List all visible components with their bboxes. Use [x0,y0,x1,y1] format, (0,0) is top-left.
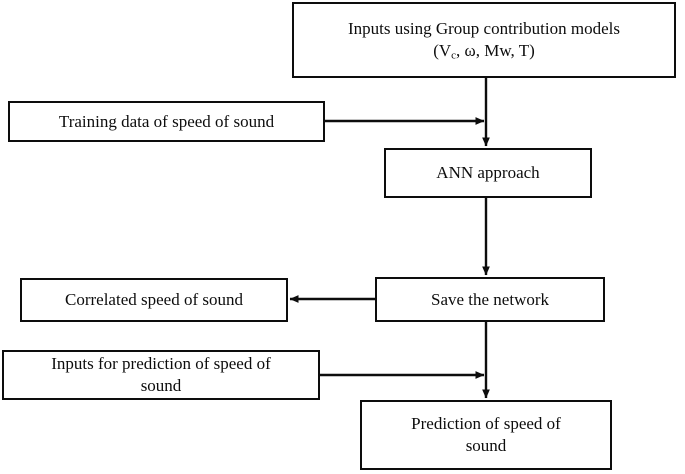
node-inputs-group-label: Inputs using Group contribution models(V… [348,18,620,62]
node-prediction-of-speed-of-sound-label: Prediction of speed of sound [411,414,561,455]
subscript-c: c [451,49,457,62]
node-training-data-label: Training data of speed of sound [58,111,275,131]
node-correlated-speed-of-sound-label: Correlated speed of sound [65,290,243,310]
node-prediction-of-speed-of-sound[interactable]: Prediction of speed of sound [360,400,612,470]
node-save-the-network-label: Save the network [430,289,550,309]
node-save-the-network[interactable]: Save the network [375,277,605,322]
node-correlated-speed-of-sound[interactable]: Correlated speed of sound [20,278,288,322]
node-inputs-for-prediction[interactable]: Inputs for prediction of speed of sound [2,350,320,400]
node-inputs-for-prediction-label: Inputs for prediction of speed of sound [51,354,271,395]
node-training-data[interactable]: Training data of speed of sound [8,101,325,142]
node-ann-approach-label: ANN approach [436,163,540,183]
node-inputs-group-contribution-models[interactable]: Inputs using Group contribution models(V… [292,2,676,78]
node-ann-approach[interactable]: ANN approach [384,148,592,198]
